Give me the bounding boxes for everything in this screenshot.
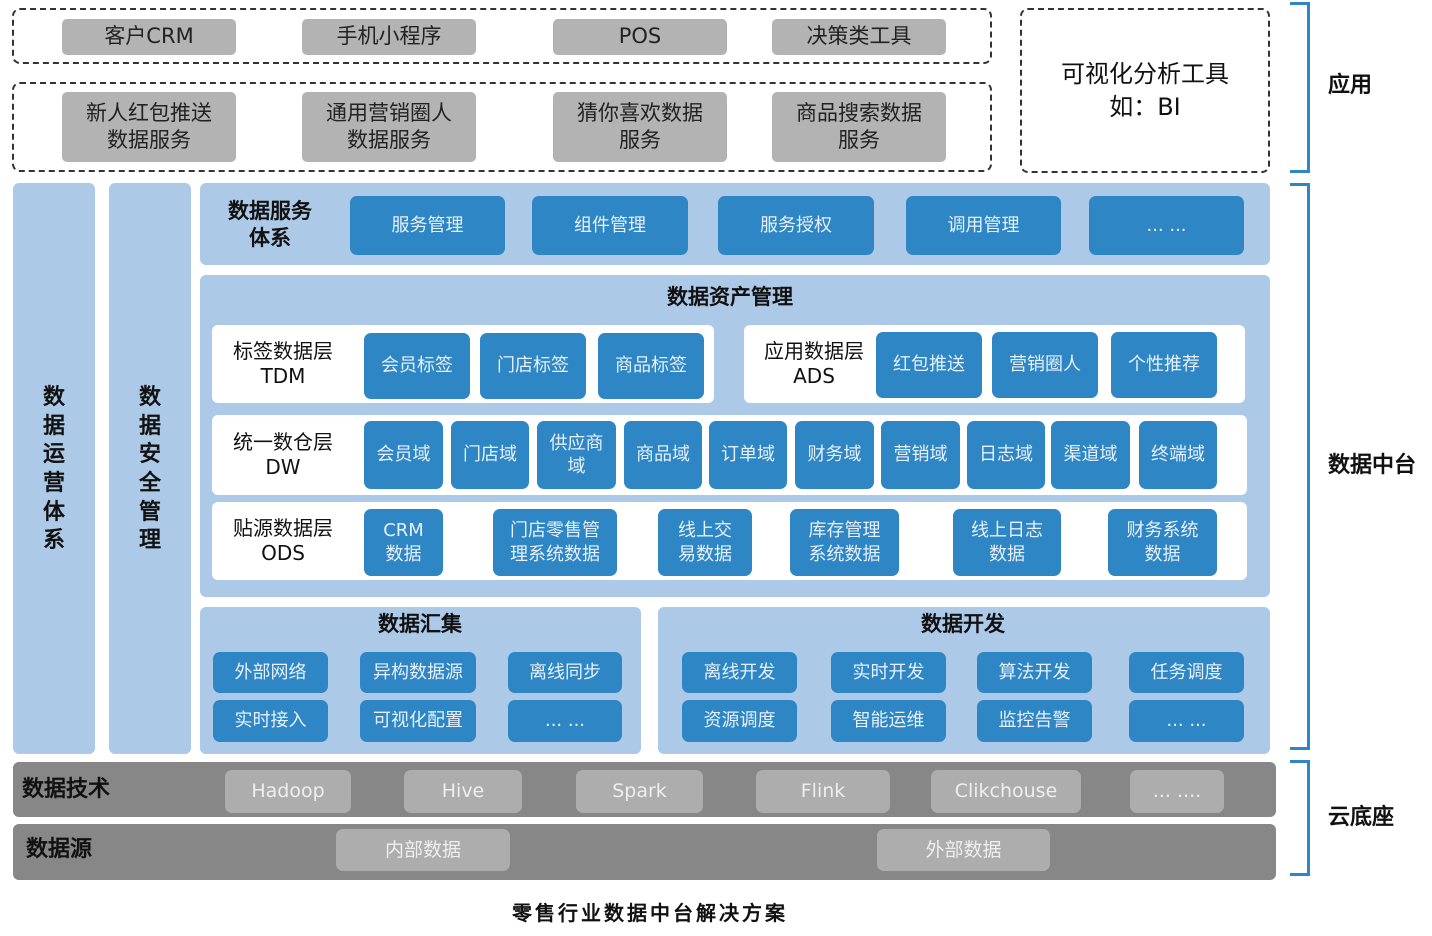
dw-item: 财务域 bbox=[795, 421, 874, 489]
collection-item: 外部网络 bbox=[213, 652, 328, 693]
tech-label: 数据技术 bbox=[22, 776, 111, 802]
bracket-app bbox=[1290, 2, 1310, 173]
development-item: 资源调度 bbox=[682, 700, 797, 742]
source-chip: 内部数据 bbox=[336, 829, 510, 871]
development-item: 离线开发 bbox=[682, 652, 797, 693]
collection-item: 实时接入 bbox=[213, 700, 328, 742]
service-button: 组件管理 bbox=[532, 196, 688, 255]
collection-item: 可视化配置 bbox=[360, 700, 476, 742]
tech-chip: Flink bbox=[756, 770, 890, 813]
ops-column bbox=[13, 183, 95, 754]
layer-label-cloud: 云底座 bbox=[1328, 804, 1395, 830]
dw-item: 商品域 bbox=[624, 421, 702, 489]
diagram-caption: 零售行业数据中台解决方案 bbox=[512, 901, 788, 925]
tech-chip: ... .... bbox=[1130, 770, 1224, 813]
app-chip: POS bbox=[553, 19, 727, 55]
app-row-1-frame bbox=[12, 8, 992, 64]
source-chip: 外部数据 bbox=[877, 829, 1050, 871]
collection-item: 异构数据源 bbox=[360, 652, 476, 693]
ops-column-title: 数据运营体系 bbox=[42, 385, 65, 554]
service-title: 数据服务 体系 bbox=[228, 198, 312, 250]
dw-item: 门店域 bbox=[451, 421, 529, 489]
app-row-2-frame bbox=[12, 82, 992, 172]
app-service-chip: 商品搜索数据 服务 bbox=[772, 92, 946, 162]
dw-item: 渠道域 bbox=[1051, 421, 1130, 489]
service-button: 服务授权 bbox=[718, 196, 874, 255]
dw-item: 日志域 bbox=[967, 421, 1045, 489]
ods-item: CRM 数据 bbox=[364, 509, 443, 576]
dw-item: 订单域 bbox=[709, 421, 787, 489]
bracket-cloud bbox=[1290, 760, 1310, 876]
tech-chip: Hadoop bbox=[225, 770, 351, 813]
security-column-title: 数据安全管理 bbox=[138, 385, 161, 554]
tdm-item: 门店标签 bbox=[480, 333, 586, 399]
collection-item: ... ... bbox=[508, 700, 622, 742]
tdm-item: 商品标签 bbox=[598, 333, 704, 399]
app-service-chip: 通用营销圈人 数据服务 bbox=[302, 92, 476, 162]
tdm-label: 标签数据层 TDM bbox=[233, 339, 333, 388]
app-chip: 客户CRM bbox=[62, 19, 236, 55]
dw-item: 供应商 域 bbox=[537, 421, 616, 489]
service-button: 调用管理 bbox=[906, 196, 1061, 255]
bracket-middle bbox=[1290, 183, 1310, 750]
tech-chip: Spark bbox=[576, 770, 703, 813]
service-button: ... ... bbox=[1089, 196, 1244, 255]
dw-item: 终端域 bbox=[1139, 421, 1217, 489]
tech-chip: Clikchouse bbox=[931, 770, 1081, 813]
development-item: 任务调度 bbox=[1129, 652, 1244, 693]
ods-item: 库存管理 系统数据 bbox=[790, 509, 899, 576]
layer-label-app: 应用 bbox=[1328, 72, 1373, 98]
ads-item: 红包推送 bbox=[876, 332, 982, 398]
ads-item: 营销圈人 bbox=[992, 332, 1098, 398]
development-item: 智能运维 bbox=[831, 700, 946, 742]
development-item: 实时开发 bbox=[831, 652, 946, 693]
bi-tool-frame bbox=[1020, 8, 1270, 173]
tdm-item: 会员标签 bbox=[364, 333, 470, 399]
development-title: 数据开发 bbox=[921, 612, 1005, 637]
ods-item: 财务系统 数据 bbox=[1108, 509, 1217, 576]
app-service-chip: 猜你喜欢数据 服务 bbox=[553, 92, 727, 162]
ads-item: 个性推荐 bbox=[1111, 332, 1217, 398]
app-chip: 手机小程序 bbox=[302, 19, 476, 55]
tech-chip: Hive bbox=[404, 770, 522, 813]
dw-item: 会员域 bbox=[364, 421, 443, 489]
source-label: 数据源 bbox=[26, 836, 93, 862]
ads-label: 应用数据层 ADS bbox=[764, 339, 864, 388]
security-column bbox=[109, 183, 191, 754]
development-item: ... ... bbox=[1129, 700, 1244, 742]
collection-title: 数据汇集 bbox=[378, 612, 462, 637]
source-band bbox=[13, 824, 1276, 880]
ods-label: 贴源数据层 ODS bbox=[233, 516, 333, 565]
development-item: 监控告警 bbox=[977, 700, 1092, 742]
app-chip: 决策类工具 bbox=[772, 19, 946, 55]
dw-item: 营销域 bbox=[881, 421, 960, 489]
bi-tool-label: 可视化分析工具 如：BI bbox=[1061, 60, 1229, 121]
ods-item: 线上交 易数据 bbox=[658, 509, 752, 576]
service-button: 服务管理 bbox=[350, 196, 505, 255]
asset-title: 数据资产管理 bbox=[667, 285, 793, 310]
ods-item: 线上日志 数据 bbox=[953, 509, 1061, 576]
development-item: 算法开发 bbox=[977, 652, 1092, 693]
collection-item: 离线同步 bbox=[508, 652, 622, 693]
layer-label-middle: 数据中台 bbox=[1328, 452, 1417, 478]
ods-item: 门店零售管 理系统数据 bbox=[493, 509, 617, 576]
app-service-chip: 新人红包推送 数据服务 bbox=[62, 92, 236, 162]
dw-label: 统一数仓层 DW bbox=[233, 430, 333, 479]
